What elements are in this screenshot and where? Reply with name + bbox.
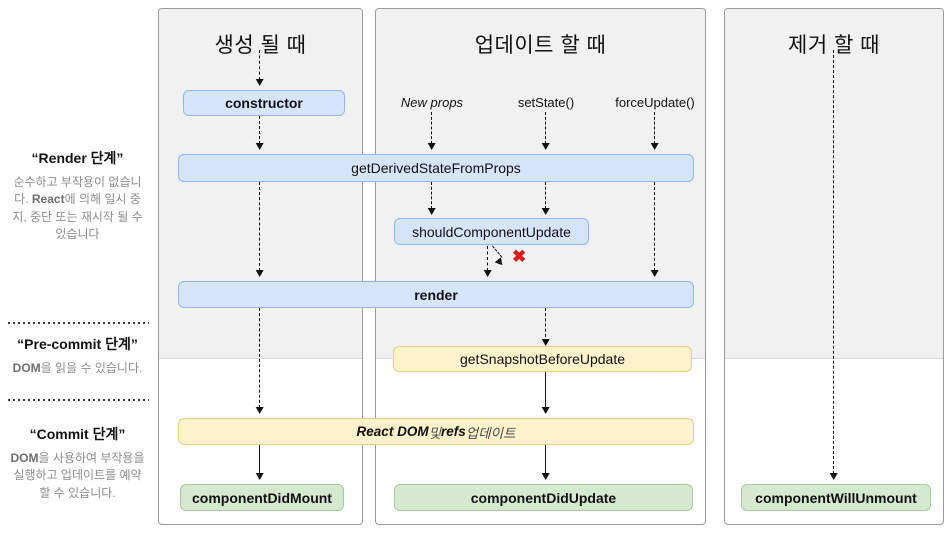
arrow-line (654, 182, 655, 271)
arrow-head-icon (541, 473, 550, 480)
arrow-head-icon (427, 143, 436, 150)
unmount-column-title: 제거 할 때 (788, 34, 880, 57)
arrow-line (259, 50, 260, 80)
phase-divider (8, 322, 149, 324)
arrow-line (259, 182, 260, 271)
arrow-head-icon (255, 79, 264, 86)
render-phase-title: “Render 단계” (31, 150, 124, 166)
arrow-line (431, 182, 432, 209)
arrow-head-icon (255, 407, 264, 414)
arrow-head-icon (650, 270, 659, 277)
phase-divider (8, 399, 149, 401)
unmount-column-panel: 제거 할 때 (724, 8, 944, 525)
arrow-line (545, 445, 546, 474)
arrow-line (487, 246, 488, 271)
skip-update-x-icon: ✖ (512, 247, 527, 266)
commit-phase-description: DOM을 사용하여 부작용을 실행하고 업데이트를 예약 할 수 있습니다. (10, 451, 145, 500)
component-did-update-box[interactable]: componentDidUpdate (394, 484, 693, 511)
get-derived-state-from-props-box[interactable]: getDerivedStateFromProps (178, 154, 694, 182)
arrow-head-icon (541, 208, 550, 215)
update-column-title: 업데이트 할 때 (474, 34, 607, 57)
arrow-head-icon (541, 339, 550, 346)
pre-commit-phase-title: “Pre-commit 단계” (17, 336, 138, 352)
trigger-new-props: New props (400, 95, 464, 110)
arrow-line (545, 308, 546, 342)
arrow-head-icon (829, 473, 838, 480)
arrow-head-icon (427, 208, 436, 215)
react-dom-refs-update-box: React DOM 및 refs 업데이트 (178, 418, 694, 445)
arrow-line (259, 116, 260, 144)
arrow-head-icon (255, 473, 264, 480)
arrow-head-icon (541, 407, 550, 414)
mount-column-title: 생성 될 때 (214, 34, 307, 57)
arrow-line (545, 372, 546, 412)
render-box[interactable]: render (178, 281, 694, 308)
component-did-mount-box[interactable]: componentDidMount (180, 484, 344, 511)
arrow-head-icon (541, 143, 550, 150)
arrow-line (259, 445, 260, 474)
render-phase-description: 순수하고 부작용이 없습니다. React에 의해 일시 중지, 중단 또는 재… (12, 175, 143, 242)
arrow-head-icon (255, 143, 264, 150)
commit-phase-title: “Commit 단계” (29, 426, 126, 442)
arrow-line (259, 308, 260, 408)
trigger-set-state: setState() (517, 95, 575, 110)
arrow-head-icon (483, 270, 492, 277)
arrow-line (431, 112, 432, 144)
trigger-force-update: forceUpdate() (615, 95, 695, 110)
component-will-unmount-box[interactable]: componentWillUnmount (741, 484, 931, 511)
should-component-update-box[interactable]: shouldComponentUpdate (394, 218, 589, 245)
pre-commit-phase-label: “Pre-commit 단계” DOM을 읽을 수 있습니다. (0, 334, 155, 377)
unmount-render-phase-region (725, 9, 943, 359)
arrow-head-icon (650, 143, 659, 150)
arrow-head-icon (255, 270, 264, 277)
constructor-box[interactable]: constructor (183, 90, 345, 116)
pre-commit-phase-description: DOM을 읽을 수 있습니다. (12, 361, 143, 375)
update-column-panel: 업데이트 할 때 (375, 8, 706, 525)
arrow-line (654, 112, 655, 144)
get-snapshot-before-update-box[interactable]: getSnapshotBeforeUpdate (393, 346, 692, 372)
render-phase-label: “Render 단계” 순수하고 부작용이 없습니다. React에 의해 일시… (0, 148, 155, 244)
arrow-line (545, 182, 546, 209)
arrow-line (545, 112, 546, 144)
commit-phase-label: “Commit 단계” DOM을 사용하여 부작용을 실행하고 업데이트를 예약… (0, 424, 155, 502)
arrow-line (833, 50, 834, 474)
